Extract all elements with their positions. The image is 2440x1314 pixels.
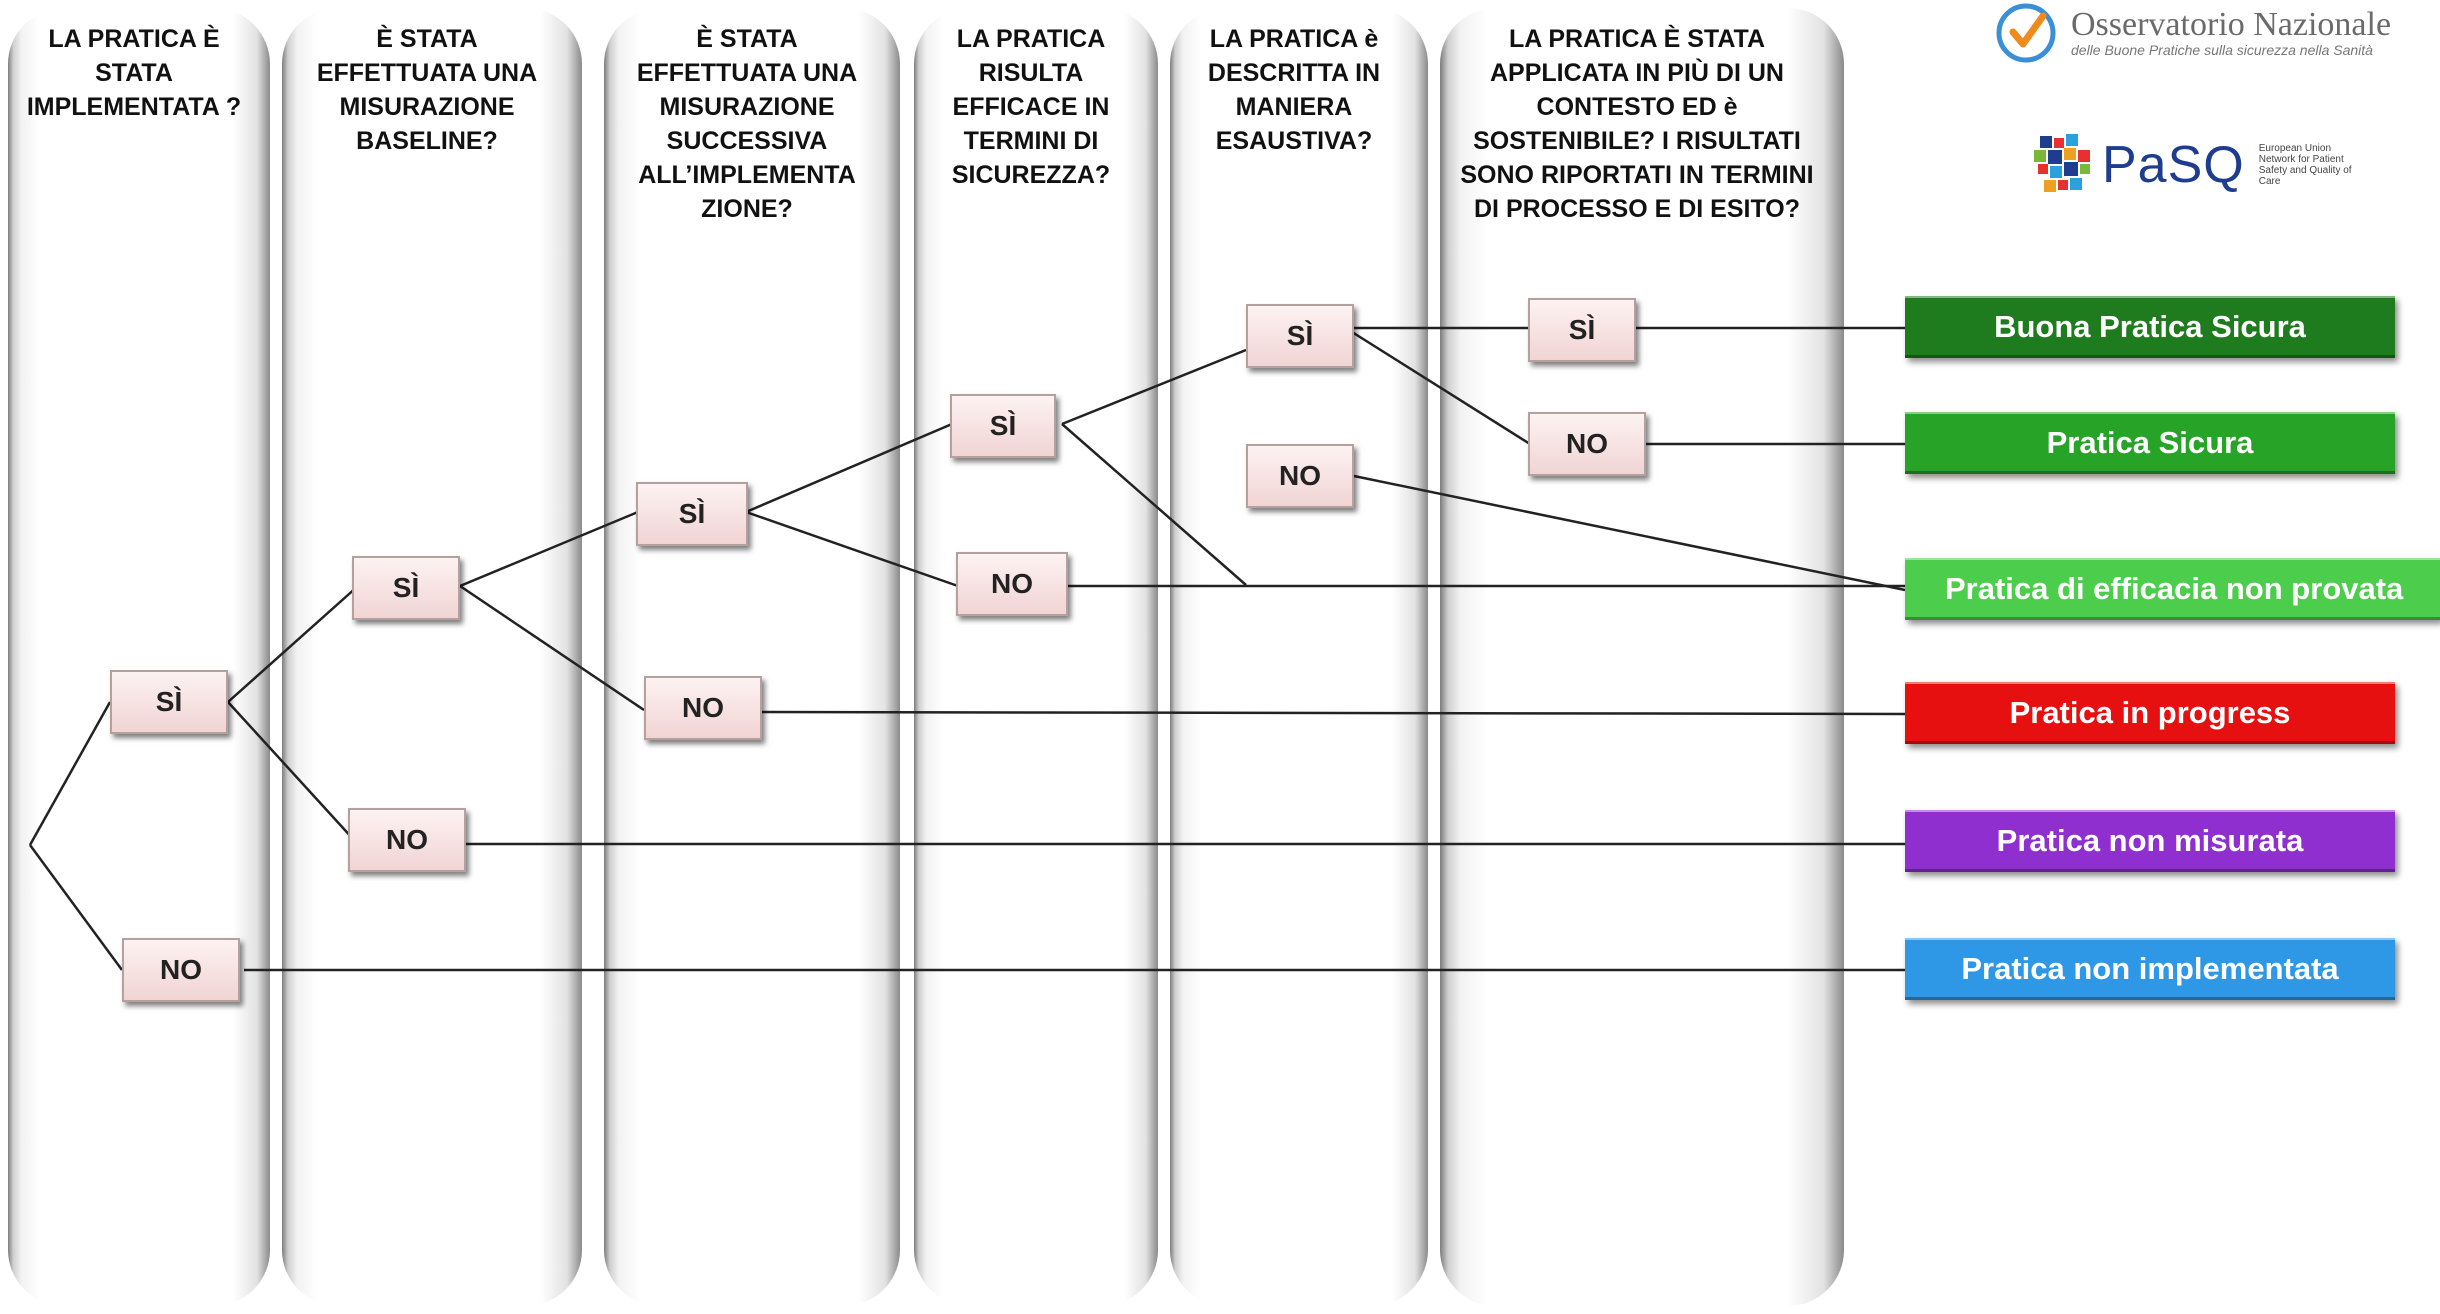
outcome-non-misurata: Pratica non misurata	[1905, 810, 2395, 872]
node-sustainable-no: NO	[1528, 412, 1646, 476]
connector	[459, 584, 645, 712]
connector	[227, 701, 355, 841]
connector	[227, 585, 359, 703]
osservatorio-title: Osservatorio Nazionale	[2071, 6, 2392, 43]
outcome-efficacia-non-provata: Pratica di efficacia non provata	[1905, 558, 2440, 620]
outcome-pratica-sicura: Pratica Sicura	[1905, 412, 2395, 474]
column-effective: LA PRATICA RISULTA EFFICACE IN TERMINI D…	[914, 8, 1158, 1306]
connector	[1351, 330, 1531, 446]
node-implemented-no: NO	[122, 938, 240, 1002]
column-title: LA PRATICA È STATA APPLICATA IN PIÙ DI U…	[1460, 25, 1814, 223]
outcome-non-implementata: Pratica non implementata	[1905, 938, 2395, 1000]
osservatorio-logo: Osservatorio Nazionale delle Buone Prati…	[1995, 2, 2391, 64]
connector	[1061, 348, 1247, 426]
check-shield-icon	[1996, 3, 2056, 63]
connector	[745, 510, 959, 588]
column-title: LA PRATICA è DESCRITTA IN MANIERA ESAUST…	[1207, 25, 1381, 155]
node-baseline-yes: SÌ	[352, 556, 460, 620]
column-described: LA PRATICA è DESCRITTA IN MANIERA ESAUST…	[1170, 8, 1428, 1306]
osservatorio-subtitle: delle Buone Pratiche sulla sicurezza nel…	[2071, 42, 2373, 58]
node-described-no: NO	[1246, 444, 1354, 508]
connector	[459, 510, 639, 588]
connector	[1061, 423, 1247, 586]
node-sustainable-yes: SÌ	[1528, 298, 1636, 362]
column-title: LA PRATICA È STATA IMPLEMENTATA ?	[26, 25, 242, 121]
node-baseline-no: NO	[348, 808, 466, 872]
connector	[745, 422, 953, 514]
connector	[28, 701, 112, 846]
node-implemented-yes: SÌ	[110, 670, 228, 734]
connector	[1353, 474, 1906, 592]
column-sustainable: LA PRATICA È STATA APPLICATA IN PIÙ DI U…	[1440, 8, 1844, 1306]
node-effective-yes: SÌ	[950, 394, 1056, 458]
mosaic-logo-icon	[2034, 134, 2090, 192]
column-title: È STATA EFFETTUATA UNA MISURAZIONE SUCCE…	[636, 25, 858, 223]
node-post-measurement-no: NO	[644, 676, 762, 740]
pasq-logo: PaSQ European Union Network for Patient …	[2030, 132, 2359, 198]
column-post-measurement: È STATA EFFETTUATA UNA MISURAZIONE SUCCE…	[604, 8, 900, 1306]
connector	[28, 844, 124, 971]
connector	[761, 710, 1906, 716]
outcome-buona-pratica-sicura: Buona Pratica Sicura	[1905, 296, 2395, 358]
pasq-tagline: European Union Network for Patient Safet…	[2258, 143, 2352, 187]
column-title: È STATA EFFETTUATA UNA MISURAZIONE BASEL…	[316, 25, 538, 155]
column-title: LA PRATICA RISULTA EFFICACE IN TERMINI D…	[951, 25, 1111, 189]
column-implemented: LA PRATICA È STATA IMPLEMENTATA ?	[8, 8, 270, 1306]
outcome-in-progress: Pratica in progress	[1905, 682, 2395, 744]
node-effective-no: NO	[956, 552, 1068, 616]
pasq-wordmark: PaSQ	[2102, 136, 2245, 194]
node-described-yes: SÌ	[1246, 304, 1354, 368]
column-baseline: È STATA EFFETTUATA UNA MISURAZIONE BASEL…	[282, 8, 582, 1306]
node-post-measurement-yes: SÌ	[636, 482, 748, 546]
